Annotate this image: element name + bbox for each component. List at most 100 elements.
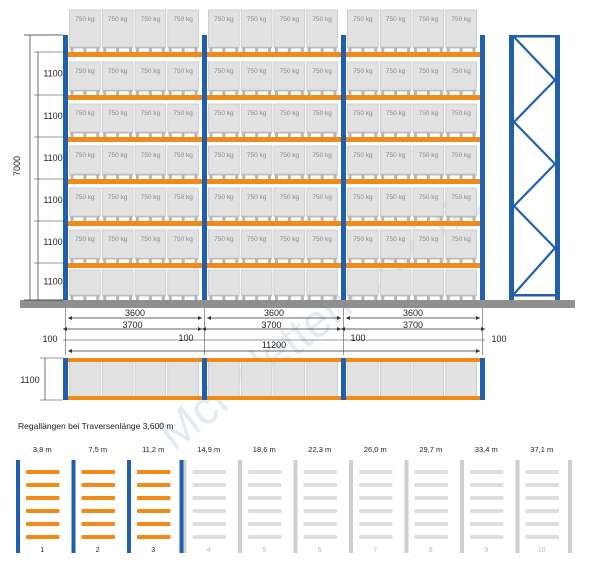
option-beam (26, 509, 60, 513)
load-label: 750 kg (280, 16, 300, 23)
pallet (379, 187, 412, 217)
option-beam (26, 470, 60, 474)
option-beam (359, 470, 393, 474)
pallet-deck (241, 295, 272, 297)
pallet-block (268, 175, 271, 179)
pallet-block (116, 217, 120, 221)
option-beam (81, 535, 115, 539)
beam-plan (207, 396, 341, 400)
pallet-block (116, 259, 120, 263)
pallet-block (394, 296, 398, 300)
frame-brace (513, 163, 556, 207)
pallet-deck (413, 295, 444, 297)
load-label: 750 kg (247, 110, 267, 117)
pallet-block (414, 175, 417, 179)
load-label: 750 kg (108, 110, 128, 117)
pallet-deck (306, 47, 338, 49)
pallet-block (83, 133, 87, 137)
load-label: 750 kg (280, 110, 300, 117)
option-beam (470, 496, 504, 500)
load-label: 750 kg (312, 68, 332, 75)
pallet-block (446, 217, 450, 221)
load-label: 750 kg (75, 236, 95, 243)
pallet-block (374, 133, 378, 137)
load-label: 750 kg (353, 152, 373, 159)
option-beam (303, 470, 337, 474)
pallet-deck (274, 258, 305, 260)
pallet-block (472, 91, 476, 95)
load-label: 750 kg (386, 68, 406, 75)
pallet-deck (208, 258, 240, 260)
length-label: 26,0 m (364, 445, 387, 454)
pallet-block (70, 48, 74, 52)
pallet (273, 269, 306, 296)
pallet-block (446, 175, 450, 179)
option-beam (192, 470, 226, 474)
option-beam (359, 483, 393, 487)
upright (341, 35, 346, 300)
end-gap-label: 100 (178, 333, 193, 343)
pallet-deck (413, 90, 444, 92)
pallet-block (361, 133, 365, 137)
load-label: 750 kg (312, 16, 332, 23)
pallet-block (275, 91, 278, 95)
option-upright (238, 460, 242, 553)
pallet-block (407, 133, 410, 137)
pallet (445, 103, 477, 133)
pallet-deck (167, 295, 199, 297)
floor (20, 300, 575, 308)
option-beam (248, 535, 282, 539)
pallet-block (472, 48, 476, 52)
pallet-block (414, 259, 417, 263)
pallet-deck (413, 258, 444, 260)
pallet-deck (102, 132, 133, 134)
load-label: 750 kg (280, 194, 300, 201)
option-beam (470, 522, 504, 526)
pallet-block (268, 91, 271, 95)
pallet-block (414, 48, 417, 52)
pallet-block (136, 91, 139, 95)
pallet-deck (167, 47, 199, 49)
pallet (167, 187, 199, 217)
option-index: 6 (318, 547, 322, 554)
pallet-deck (241, 47, 272, 49)
option-beam (248, 522, 282, 526)
load-label: 750 kg (419, 194, 439, 201)
pallet (240, 187, 273, 217)
pallet-deck (274, 90, 305, 92)
pallet-block (181, 217, 185, 221)
dim-arrow (68, 349, 72, 353)
pallet-block (255, 91, 259, 95)
option-upright (404, 460, 409, 553)
load-label: 750 kg (353, 236, 373, 243)
pallet-block (103, 296, 107, 300)
option-beam (525, 509, 559, 513)
pallet-block (83, 175, 87, 179)
pallet (347, 61, 379, 91)
pallet-block (439, 48, 443, 52)
pallet-block (268, 259, 271, 263)
pallet-block (194, 296, 198, 300)
pallet-deck (274, 295, 305, 297)
pallet-block (129, 175, 132, 179)
pallet-block (168, 259, 172, 263)
pallet-block (407, 48, 410, 52)
pallet-plan (445, 360, 477, 398)
load-label: 750 kg (173, 194, 193, 201)
pallet (69, 145, 101, 175)
load-label: 750 kg (141, 68, 161, 75)
pallet-block (446, 296, 450, 300)
option-upright (293, 460, 298, 553)
pallet-block (235, 296, 239, 300)
load-label: 750 kg (451, 236, 471, 243)
beam-plan (346, 358, 480, 362)
pallet-block (287, 175, 291, 179)
pallet-block (161, 48, 165, 52)
pallet-block (426, 91, 430, 95)
pallet-deck (69, 295, 101, 297)
option-upright (16, 460, 20, 553)
pallet-block (307, 296, 311, 300)
pallet-block (472, 259, 476, 263)
pallet (240, 61, 273, 91)
load-label: 750 kg (353, 110, 373, 117)
